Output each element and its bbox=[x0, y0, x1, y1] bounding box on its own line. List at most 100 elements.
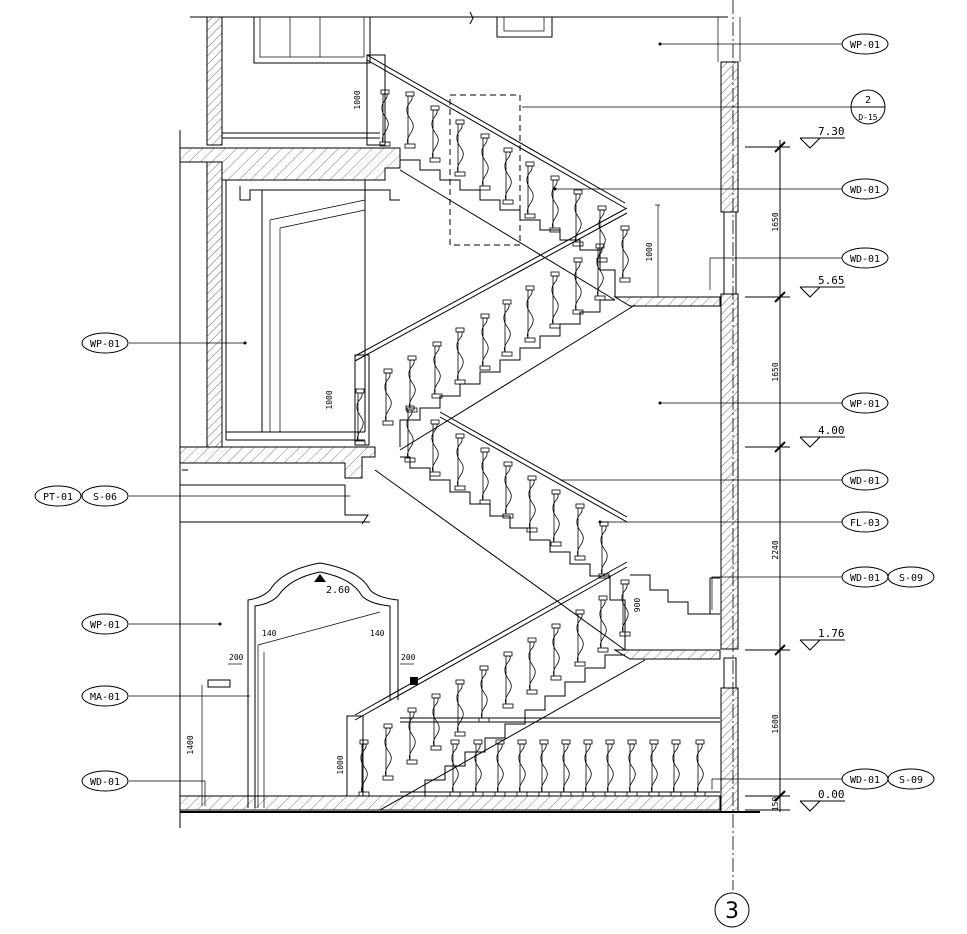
upper-window bbox=[253, 16, 553, 64]
dim-rail-1000-mid: 1000 bbox=[325, 390, 334, 409]
level-text-400: 4.00 bbox=[818, 424, 845, 437]
dim-2240: 2240 bbox=[771, 540, 780, 559]
detail-sheet: D-15 bbox=[858, 113, 877, 122]
svg-text:PT-01: PT-01 bbox=[43, 492, 73, 503]
ground-slab bbox=[179, 795, 721, 811]
tag-s06: S-06 bbox=[81, 485, 129, 507]
level-text-176: 1.76 bbox=[818, 627, 845, 640]
arched-doorway bbox=[247, 562, 399, 808]
tag-wp01-top: WP-01 bbox=[841, 33, 889, 55]
tag-wd01-left: WD-01 bbox=[81, 770, 129, 792]
newel-top bbox=[366, 54, 386, 146]
level-marker-565 bbox=[799, 286, 845, 298]
switch-plate bbox=[207, 679, 231, 688]
balusters-ground-rail bbox=[400, 717, 720, 797]
svg-text:FL-03: FL-03 bbox=[850, 518, 880, 529]
newel-400 bbox=[354, 354, 370, 446]
tag-wp01-left-upper: WP-01 bbox=[81, 332, 129, 354]
dim-900: 900 bbox=[633, 598, 642, 613]
tag-wp01-left-lower: WP-01 bbox=[81, 613, 129, 635]
detail-callout-bubble: 2 D-15 bbox=[850, 89, 886, 125]
left-wall-middle bbox=[206, 161, 223, 448]
beam-under-400 bbox=[180, 484, 370, 525]
stair-flight-2 bbox=[354, 207, 636, 451]
side-steps bbox=[630, 574, 720, 615]
dim-1650-lower: 1650 bbox=[771, 362, 780, 381]
svg-text:WP-01: WP-01 bbox=[90, 339, 120, 350]
dim-rail-1000-landing: 1000 bbox=[645, 242, 654, 261]
right-window-lower bbox=[723, 657, 737, 689]
leader-dots bbox=[218, 42, 662, 626]
tag-ma01: MA-01 bbox=[81, 685, 129, 707]
svg-text:WD-01: WD-01 bbox=[850, 254, 880, 265]
svg-text:WD-01: WD-01 bbox=[850, 573, 880, 584]
switch-dot bbox=[410, 677, 418, 685]
balusters-flight-3 bbox=[404, 405, 610, 579]
dim-200-left: 200 bbox=[229, 653, 244, 662]
detail-number: 2 bbox=[865, 95, 871, 106]
break-mark bbox=[469, 11, 474, 25]
grid-bubble bbox=[714, 892, 750, 928]
svg-text:WD-01: WD-01 bbox=[850, 775, 880, 786]
left-wall-upper bbox=[206, 16, 223, 146]
dim-140-left: 140 bbox=[262, 629, 277, 638]
dim-rail-1000-ground: 1000 bbox=[336, 755, 345, 774]
tag-s09-b: S-09 bbox=[887, 768, 935, 790]
left-room-panel bbox=[225, 180, 400, 441]
dim-200-right: 200 bbox=[401, 653, 416, 662]
right-wall-middle bbox=[720, 293, 739, 650]
svg-text:MA-01: MA-01 bbox=[90, 692, 120, 703]
dim-1400: 1400 bbox=[186, 735, 195, 754]
vertical-dimension-chain bbox=[745, 140, 790, 812]
right-wall-lower bbox=[720, 687, 739, 813]
level-marker-176 bbox=[799, 639, 845, 651]
grid-label: 3 bbox=[725, 899, 739, 924]
svg-text:S-09: S-09 bbox=[899, 775, 923, 786]
tag-wp01-mid: WP-01 bbox=[841, 392, 889, 414]
stair-flight-4 bbox=[354, 561, 646, 811]
balusters-flight-1 bbox=[379, 89, 608, 263]
arch-level-marker bbox=[314, 574, 326, 582]
leader-lines bbox=[129, 43, 852, 806]
svg-text:WP-01: WP-01 bbox=[850, 399, 880, 410]
svg-text:S-09: S-09 bbox=[899, 573, 923, 584]
dim-150: 150 bbox=[771, 797, 780, 812]
tag-wd01-e: WD-01 bbox=[841, 768, 889, 790]
dim-rail-1000-top: 1000 bbox=[353, 90, 362, 109]
svg-text:WD-01: WD-01 bbox=[90, 777, 120, 788]
level-marker-000 bbox=[799, 800, 845, 812]
newel-ground bbox=[346, 715, 364, 797]
landing-176 bbox=[613, 649, 721, 660]
tag-fl03: FL-03 bbox=[841, 511, 889, 533]
dim-1650-upper: 1650 bbox=[771, 212, 780, 231]
svg-text:WP-01: WP-01 bbox=[850, 40, 880, 51]
tag-wd01-d: WD-01 bbox=[841, 566, 889, 588]
balusters-flight-2 bbox=[354, 225, 631, 446]
right-wall-upper bbox=[720, 61, 739, 213]
dim-140-right: 140 bbox=[370, 629, 385, 638]
level-text-000: 0.00 bbox=[818, 788, 845, 801]
tag-wd01-b: WD-01 bbox=[841, 247, 889, 269]
tag-pt01: PT-01 bbox=[34, 485, 82, 507]
level-text-730: 7.30 bbox=[818, 125, 845, 138]
svg-text:S-06: S-06 bbox=[93, 492, 117, 503]
svg-text:WD-01: WD-01 bbox=[850, 185, 880, 196]
svg-text:WD-01: WD-01 bbox=[850, 476, 880, 487]
stair-flight-1 bbox=[366, 54, 626, 301]
balusters-flight-4 bbox=[358, 579, 631, 797]
level-marker-400 bbox=[799, 436, 845, 448]
arch-level-text: 2.60 bbox=[326, 585, 350, 596]
stair-flight-3 bbox=[374, 411, 628, 651]
svg-text:WP-01: WP-01 bbox=[90, 620, 120, 631]
level-marker-730 bbox=[799, 137, 845, 149]
level-text-565: 5.65 bbox=[818, 274, 845, 287]
right-window-upper bbox=[723, 211, 737, 295]
tag-wd01-a: WD-01 bbox=[841, 178, 889, 200]
detail-callout-box bbox=[449, 94, 521, 246]
landing-565 bbox=[613, 296, 721, 307]
tag-wd01-c: WD-01 bbox=[841, 469, 889, 491]
slab-level-400 bbox=[179, 446, 376, 479]
tag-s09-a: S-09 bbox=[887, 566, 935, 588]
